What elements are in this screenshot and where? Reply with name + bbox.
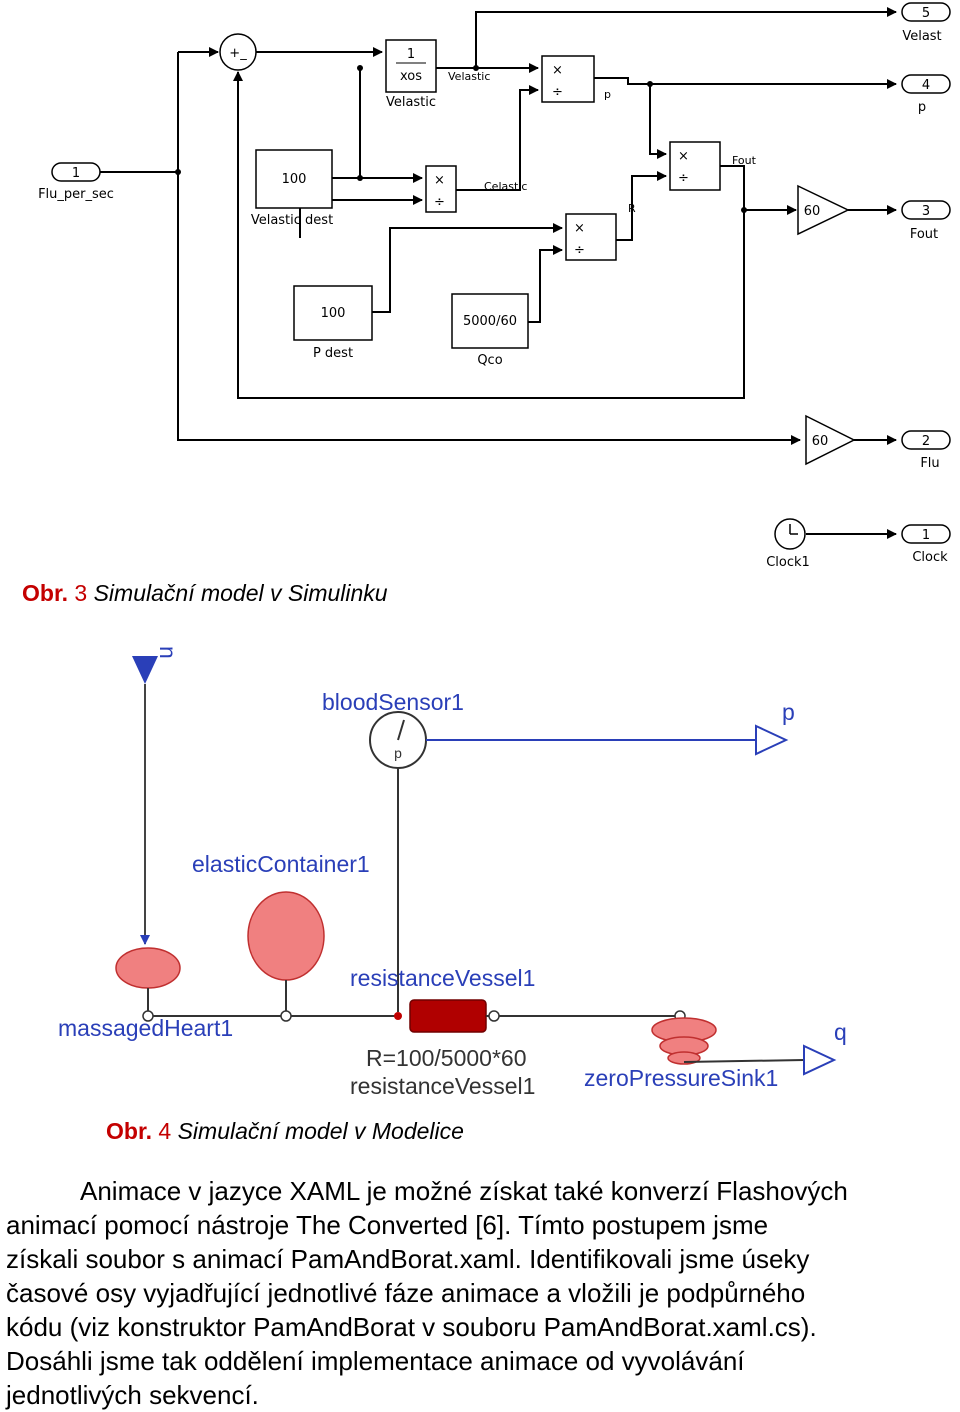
resistance-vessel-label: resistanceVessel1 <box>350 965 535 991</box>
svg-text:5000/60: 5000/60 <box>463 314 517 329</box>
integrator-block: 1 xos Velastic <box>385 39 437 110</box>
figure-caption-3: Obr. 3 Simulační model v Simulinku <box>22 580 388 606</box>
resistance-vessel <box>409 999 500 1033</box>
resistance-param: R=100/5000*60 <box>366 1045 527 1071</box>
svg-text:÷: ÷ <box>434 195 445 210</box>
svg-text:Velast: Velast <box>902 29 941 44</box>
elastic-container <box>247 891 325 1022</box>
paragraph-line: jednotlivých sekvencí. <box>6 1380 259 1410</box>
paragraph-line: animací pomocí nástroje The Converted [6… <box>6 1210 769 1240</box>
input-connector-n: n <box>132 646 181 684</box>
svg-text:60: 60 <box>812 434 829 449</box>
product-block: × ÷ <box>565 213 617 261</box>
product-block: × ÷ <box>669 141 721 191</box>
svg-text:+_: +_ <box>229 46 247 61</box>
svg-text:÷: ÷ <box>574 243 585 258</box>
zero-pressure-sink-label: zeroPressureSink1 <box>584 1065 778 1091</box>
svg-text:3: 3 <box>922 204 930 219</box>
zero-pressure-sink <box>651 1017 717 1065</box>
product-block: × ÷ <box>541 55 595 103</box>
paragraph-line: Dosáhli jsme tak oddělení implementace a… <box>6 1346 745 1376</box>
svg-text:5: 5 <box>922 6 930 21</box>
constant-block: 5000/60 Qco <box>451 293 529 368</box>
simulink-diagram: 1 Flu_per_sec +_ 1 xos Velastic Velastic… <box>38 2 951 570</box>
figure-caption-4: Obr. 4 Simulační model v Modelice <box>106 1118 464 1144</box>
clock-block: Clock1 <box>766 518 810 570</box>
massaged-heart <box>115 947 181 1022</box>
wire <box>649 84 667 159</box>
elastic-container-label: elasticContainer1 <box>192 851 370 877</box>
svg-text:100: 100 <box>321 306 346 321</box>
svg-text:×: × <box>434 173 445 188</box>
svg-text:2: 2 <box>922 434 930 449</box>
gain-block: 60 <box>797 184 850 236</box>
svg-text:Qco: Qco <box>477 353 502 368</box>
wire <box>456 85 539 191</box>
svg-text:Flu_per_sec: Flu_per_sec <box>38 187 114 202</box>
gain-block: 60 <box>805 414 856 466</box>
svg-text:p: p <box>394 745 402 761</box>
svg-text:÷: ÷ <box>552 85 563 100</box>
constant-block: 100 P dest <box>293 285 373 361</box>
inport-block: 1 Flu_per_sec <box>38 162 114 202</box>
resistance-vessel-label-2: resistanceVessel1 <box>350 1073 535 1099</box>
wire <box>720 165 797 215</box>
outport-block: 3 Fout <box>901 200 951 242</box>
output-connector-q: q <box>803 1019 847 1076</box>
svg-text:p: p <box>918 100 926 115</box>
massaged-heart-label: massagedHeart1 <box>58 1015 233 1041</box>
svg-text:Velastic dest: Velastic dest <box>251 213 333 228</box>
wire <box>594 77 897 89</box>
svg-text:1: 1 <box>72 166 80 181</box>
outport-block: 4 p <box>901 74 951 115</box>
wire <box>616 171 667 241</box>
sum-block: +_ <box>219 33 257 71</box>
svg-text:Clock: Clock <box>912 550 948 565</box>
paragraph-line: získali soubor s animací PamAndBorat.xam… <box>6 1244 810 1274</box>
paragraph-line: Animace v jazyce XAML je možné získat ta… <box>80 1176 848 1206</box>
svg-text:4: 4 <box>922 78 930 93</box>
outport-block: 2 Flu <box>901 430 951 471</box>
svg-text:p: p <box>782 699 795 725</box>
svg-text:1: 1 <box>922 528 930 543</box>
signal-label: Fout <box>732 154 757 167</box>
svg-text:60: 60 <box>804 204 821 219</box>
blood-sensor-label: bloodSensor1 <box>322 689 464 715</box>
modelica-diagram: n massagedHeart1 elasticContainer1 p blo… <box>58 646 847 1099</box>
svg-text:Velastic: Velastic <box>386 95 436 110</box>
svg-text:q: q <box>834 1019 847 1045</box>
constant-block: 100 Velastic dest <box>251 149 333 228</box>
svg-text:Clock1: Clock1 <box>766 555 810 570</box>
body-paragraph: Animace v jazyce XAML je možné získat ta… <box>6 1174 958 1412</box>
signal-label: R <box>628 202 636 215</box>
svg-text:×: × <box>552 63 563 78</box>
signal-label: Velastic <box>448 70 490 83</box>
paragraph-line: časové osy vyjadřující jednotlivé fáze a… <box>6 1278 806 1308</box>
signal-label: Celastic <box>484 180 527 193</box>
wire <box>528 245 563 323</box>
svg-text:÷: ÷ <box>678 171 689 186</box>
svg-text:100: 100 <box>282 172 307 187</box>
svg-text:n: n <box>155 646 181 659</box>
wire <box>100 171 801 445</box>
wire <box>372 223 563 313</box>
svg-text:×: × <box>574 221 585 236</box>
product-block: × ÷ <box>425 165 457 213</box>
wire <box>233 71 745 399</box>
output-connector-p: p <box>755 699 795 756</box>
signal-label: p <box>604 88 611 101</box>
wire <box>475 7 897 68</box>
outport-block: 1 Clock <box>901 524 951 565</box>
svg-text:×: × <box>678 149 689 164</box>
paragraph-line: kódu (viz konstruktor PamAndBorat v soub… <box>6 1312 817 1342</box>
svg-text:P dest: P dest <box>313 346 353 361</box>
svg-text:Flu: Flu <box>920 456 939 471</box>
svg-text:1: 1 <box>407 47 415 62</box>
outport-block: 5 Velast <box>901 2 951 44</box>
svg-text:xos: xos <box>400 69 422 84</box>
svg-text:Fout: Fout <box>910 227 938 242</box>
